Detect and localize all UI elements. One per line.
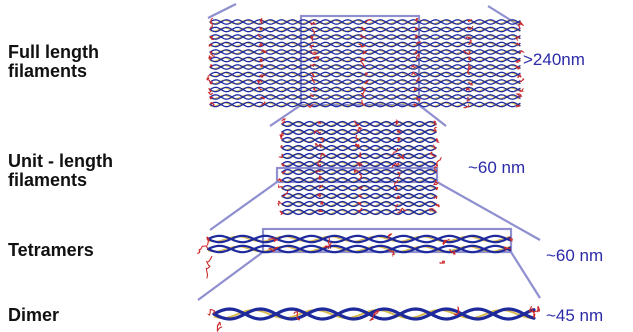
head-5-1 [260,59,262,62]
head-5-0 [208,56,211,60]
dimer-head-left [217,322,222,331]
head-25-0 [197,246,208,254]
zoom-frames [198,4,540,300]
zoom-line-top-left [208,4,236,18]
head-17-4 [436,158,442,166]
head-3-1 [259,43,262,46]
zoom-line-tetramer-right [511,252,540,298]
head-16-0 [279,154,283,157]
head-2-4 [415,35,418,38]
head-24-0 [207,237,209,245]
head-4-4 [415,51,417,53]
head-14-1 [321,138,324,141]
head-9-6 [520,89,524,92]
head-12-3 [396,120,398,124]
head-2-0 [210,36,214,39]
head-2-2 [311,36,313,41]
zoom-line-ulf-right [437,182,540,240]
zoom-line-ulf-left [210,182,277,230]
head-20-4 [436,187,438,189]
head-22-0 [278,201,282,205]
head-4-6 [520,51,524,53]
head-22-4 [436,204,439,207]
head-15-0 [281,145,282,148]
head-9-5 [466,88,469,90]
head-7-0 [207,75,210,80]
head-0-2 [310,22,316,25]
tetramer-head-right [440,261,444,263]
zoom-line-full-left [270,105,301,126]
head-6-0 [210,65,212,67]
head-18-1 [316,171,321,172]
head-13-4 [434,127,436,132]
tetramer-head-left [206,256,212,278]
head-7-1 [260,75,265,78]
head-20-0 [279,185,283,188]
filament-strands [197,18,540,331]
head-8-6 [520,79,524,82]
head-1-3 [362,27,365,29]
head-12-1 [318,122,320,124]
